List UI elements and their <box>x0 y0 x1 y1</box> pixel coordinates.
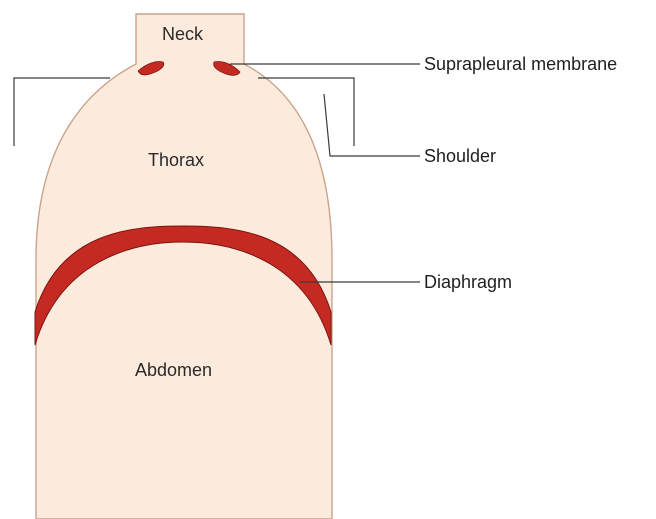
shoulder-leader <box>324 94 420 156</box>
diaphragm-label: Diaphragm <box>424 272 512 292</box>
thorax-label: Thorax <box>148 150 204 170</box>
abdomen-label: Abdomen <box>135 360 212 380</box>
neck-label: Neck <box>162 24 204 44</box>
shoulder-label: Shoulder <box>424 146 496 166</box>
suprapleural-membrane-label: Suprapleural membrane <box>424 54 617 74</box>
